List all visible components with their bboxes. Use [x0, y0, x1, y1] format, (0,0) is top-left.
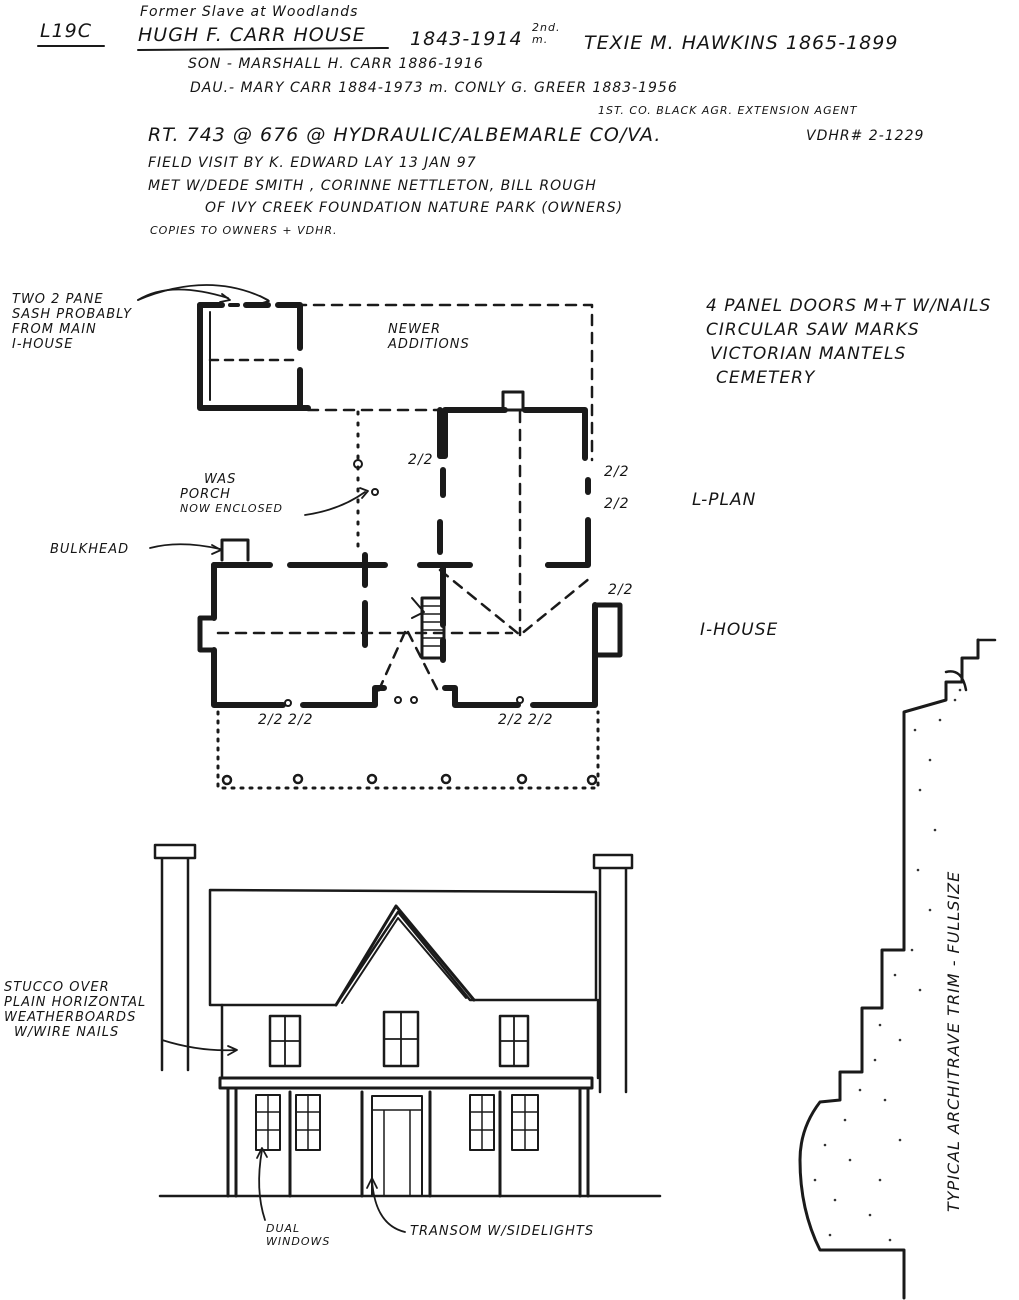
window-mark: 2/2 [604, 496, 630, 512]
feature-item: CEMETERY [716, 368, 816, 388]
transom-note: TRANSOM W/SIDELIGHTS [410, 1224, 595, 1239]
dual-windows-note: DUAL WINDOWS [266, 1222, 331, 1248]
l-plan-label: L-PLAN [692, 490, 757, 510]
floor-plan [137, 284, 623, 790]
son-line: SON - MARSHALL H. CARR 1886-1916 [188, 56, 484, 72]
window-mark: 2/2 [528, 712, 554, 728]
title-dates: 1843-1914 [410, 28, 523, 50]
window-mark: 2/2 [258, 712, 284, 728]
organization: OF IVY CREEK FOUNDATION NATURE PARK (OWN… [205, 200, 624, 216]
location: RT. 743 @ 676 @ HYDRAULIC/ALBEMARLE CO/V… [148, 124, 662, 146]
subtitle: Former Slave at Woodlands [140, 4, 359, 20]
daughter-line: DAU.- MARY CARR 1884-1973 m. CONLY G. GR… [190, 80, 678, 96]
spouse: TEXIE M. HAWKINS 1865-1899 [584, 32, 899, 54]
stucco-note: STUCCO OVER PLAIN HORIZONTAL WEATHERBOAR… [4, 980, 147, 1040]
feature-item: 4 PANEL DOORS M+T W/NAILS [706, 296, 992, 316]
agent-note: 1ST. CO. BLACK AGR. EXTENSION AGENT [598, 104, 858, 117]
features-list: 4 PANEL DOORS M+T W/NAILS CIRCULAR SAW M… [706, 296, 991, 388]
feature-item: VICTORIAN MANTELS [710, 344, 907, 364]
met-with: MET W/DEDE SMITH , CORINNE NETTLETON, BI… [148, 178, 597, 194]
copies-note: COPIES TO OWNERS + VDHR. [150, 224, 338, 237]
window-mark: 2/2 [408, 452, 434, 468]
title-underline [137, 47, 389, 51]
architrave-trim-profile [798, 638, 997, 1300]
trim-stipple [813, 688, 962, 1242]
house-title: HUGH F. CARR HOUSE [138, 24, 366, 46]
marriage-note: 2nd. m. [532, 21, 561, 46]
drawing-code: L19C [40, 20, 93, 42]
newer-additions-label: NEWER ADDITIONS [388, 322, 470, 352]
window-mark: 2/2 [288, 712, 314, 728]
window-mark: 2/2 [608, 582, 634, 598]
feature-item: CIRCULAR SAW MARKS [706, 320, 920, 340]
window-mark: 2/2 [604, 464, 630, 480]
i-house-label: I-HOUSE [700, 620, 779, 640]
window-mark: 2/2 [498, 712, 524, 728]
field-visit: FIELD VISIT BY K. EDWARD LAY 13 JAN 97 [148, 155, 477, 171]
was-porch-label: WAS PORCH NOW ENCLOSED [180, 472, 283, 515]
trim-label: TYPICAL ARCHITRAVE TRIM - FULLSIZE [944, 870, 963, 1212]
sash-note: TWO 2 PANE SASH PROBABLY FROM MAIN I-HOU… [12, 292, 133, 352]
front-elevation [153, 843, 662, 1233]
vdhr-number: VDHR# 2-1229 [806, 128, 925, 144]
bulkhead-label: BULKHEAD [50, 542, 130, 557]
